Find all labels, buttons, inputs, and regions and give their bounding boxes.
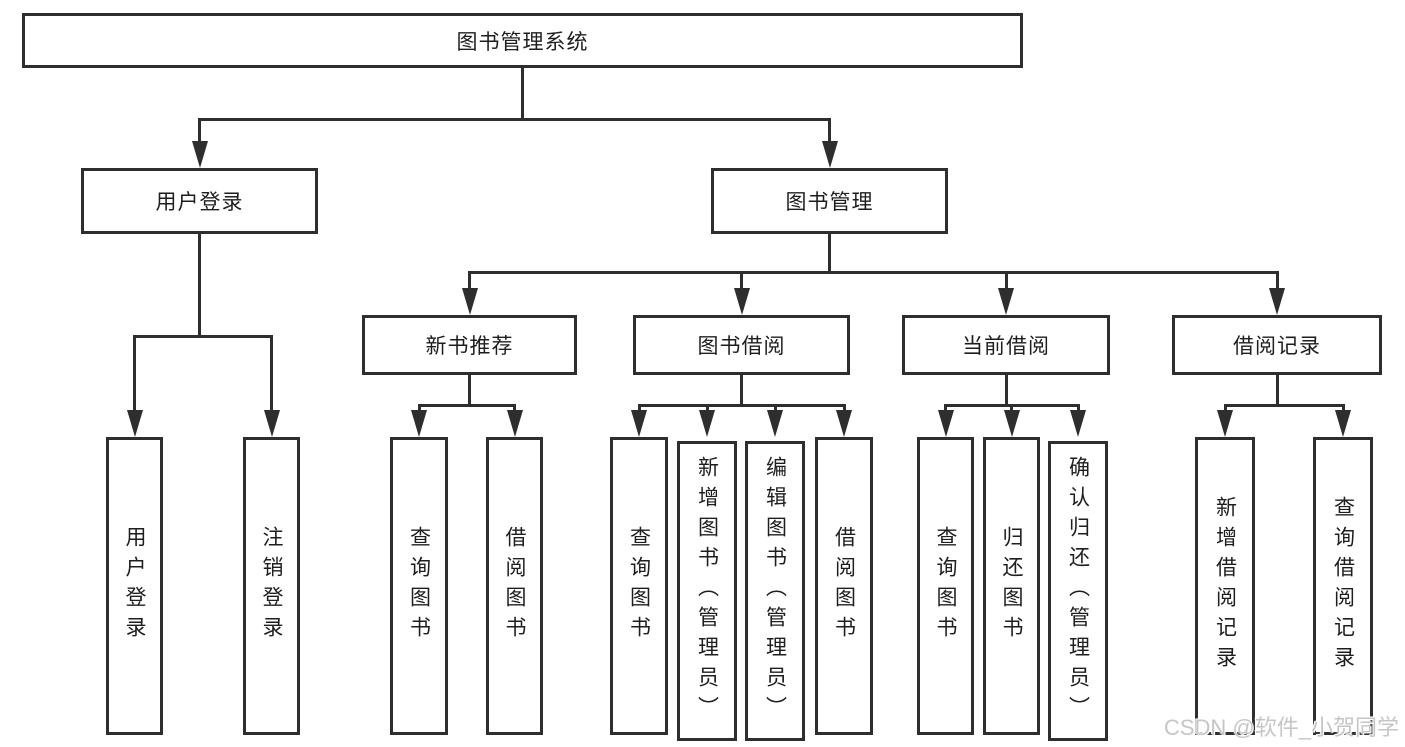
leaf-label: 查询图书 (627, 526, 651, 646)
connector-line (1004, 271, 1008, 293)
arrowhead-down-icon (1003, 410, 1020, 437)
node-label: 用户登录 (155, 191, 244, 214)
leaf-label: 借阅图书 (503, 526, 526, 646)
leaf-label: 查询图书 (934, 526, 957, 646)
leaf-label: 查询图书 (407, 526, 431, 646)
arrowhead-down-icon (1217, 410, 1233, 437)
connector-line (944, 404, 947, 413)
node-borrowing-records: 借阅记录 (1172, 315, 1382, 375)
leaf-query-books-borrowing: 查询图书 (610, 437, 668, 735)
node-label: 图书管理系统 (456, 30, 589, 54)
node-book-management: 图书管理 (711, 168, 948, 234)
node-label: 图书借阅 (697, 335, 786, 358)
node-label: 新书推荐 (425, 335, 514, 358)
leaf-add-books-admin: 新增图书（管理员） (677, 441, 737, 741)
connector-line (270, 335, 273, 413)
arrowhead-down-icon (998, 288, 1014, 315)
connector-line (1223, 404, 1343, 407)
leaf-logout: 注销登录 (243, 437, 300, 735)
leaf-query-books-current: 查询图书 (917, 437, 974, 735)
connector-line (828, 118, 831, 144)
arrowhead-down-icon (836, 410, 852, 437)
leaf-query-borrow-record: 查询借阅记录 (1313, 437, 1373, 735)
node-root-book-management-system: 图书管理系统 (22, 13, 1023, 68)
connector-line (1341, 404, 1345, 413)
node-book-borrowing: 图书借阅 (633, 315, 850, 375)
arrowhead-down-icon (733, 288, 750, 315)
leaf-label: 新增图书（管理员） (695, 456, 719, 726)
connector-line (1275, 271, 1279, 293)
leaf-query-books-recommend: 查询图书 (390, 437, 448, 735)
connector-line (1223, 404, 1227, 413)
node-user-login: 用户登录 (81, 168, 318, 234)
connector-line (469, 271, 1278, 274)
node-label: 当前借阅 (962, 335, 1050, 358)
leaf-label: 注销登录 (260, 526, 283, 646)
arrowhead-down-icon (631, 410, 647, 437)
arrowhead-down-icon (1335, 410, 1351, 437)
leaf-borrow-books-borrowing: 借阅图书 (815, 437, 873, 735)
arrowhead-down-icon (126, 410, 143, 437)
connector-line (1004, 375, 1008, 404)
node-label: 借阅记录 (1233, 335, 1321, 358)
connector-line (1010, 404, 1013, 413)
connector-line (828, 234, 831, 271)
connector-line (637, 404, 641, 413)
connector-line (521, 68, 524, 118)
leaf-user-login: 用户登录 (106, 437, 163, 735)
leaf-label: 用户登录 (123, 526, 146, 646)
arrowhead-down-icon (821, 141, 838, 168)
arrowhead-down-icon (461, 288, 478, 315)
leaf-label: 查询借阅记录 (1331, 496, 1355, 676)
arrowhead-down-icon (699, 410, 715, 437)
connector-line (740, 375, 743, 404)
connector-line (198, 118, 201, 144)
connector-line (468, 375, 471, 404)
node-current-borrowing: 当前借阅 (902, 315, 1110, 375)
leaf-add-borrow-record: 新增借阅记录 (1195, 437, 1255, 735)
csdn-watermark: CSDN @软件_小贺同学 (1163, 715, 1399, 740)
connector-line (199, 118, 830, 121)
arrowhead-down-icon (191, 141, 208, 168)
connector-line (417, 404, 515, 407)
connector-line (133, 335, 136, 413)
leaf-label: 借阅图书 (832, 526, 856, 646)
connector-line (1275, 375, 1279, 404)
leaf-label: 编辑图书（管理员） (763, 456, 787, 726)
connector-line (705, 404, 709, 413)
leaf-label: 新增借阅记录 (1213, 496, 1237, 676)
leaf-edit-books-admin: 编辑图书（管理员） (745, 441, 805, 741)
arrowhead-down-icon (1070, 410, 1086, 437)
node-new-book-recommend: 新书推荐 (362, 315, 577, 375)
leaf-label: 归还图书 (1000, 526, 1023, 646)
arrowhead-down-icon (506, 410, 523, 437)
connector-line (842, 404, 846, 413)
leaf-label: 确认归还（管理员） (1066, 456, 1090, 726)
connector-line (198, 234, 201, 335)
connector-line (1076, 404, 1080, 413)
connector-line (637, 404, 845, 407)
connector-line (513, 404, 516, 413)
arrowhead-down-icon (411, 410, 427, 437)
arrowhead-down-icon (767, 410, 783, 437)
arrowhead-down-icon (263, 410, 280, 437)
connector-line (468, 271, 471, 293)
leaf-return-books: 归还图书 (983, 437, 1040, 735)
connector-line (133, 335, 273, 338)
arrowhead-down-icon (937, 410, 954, 437)
connector-line (773, 404, 777, 413)
leaf-borrow-books-recommend: 借阅图书 (486, 437, 543, 735)
leaf-confirm-return-admin: 确认归还（管理员） (1048, 441, 1108, 741)
arrowhead-down-icon (1269, 288, 1285, 315)
connector-line (740, 271, 743, 293)
node-label: 图书管理 (785, 191, 874, 214)
connector-line (417, 404, 421, 413)
